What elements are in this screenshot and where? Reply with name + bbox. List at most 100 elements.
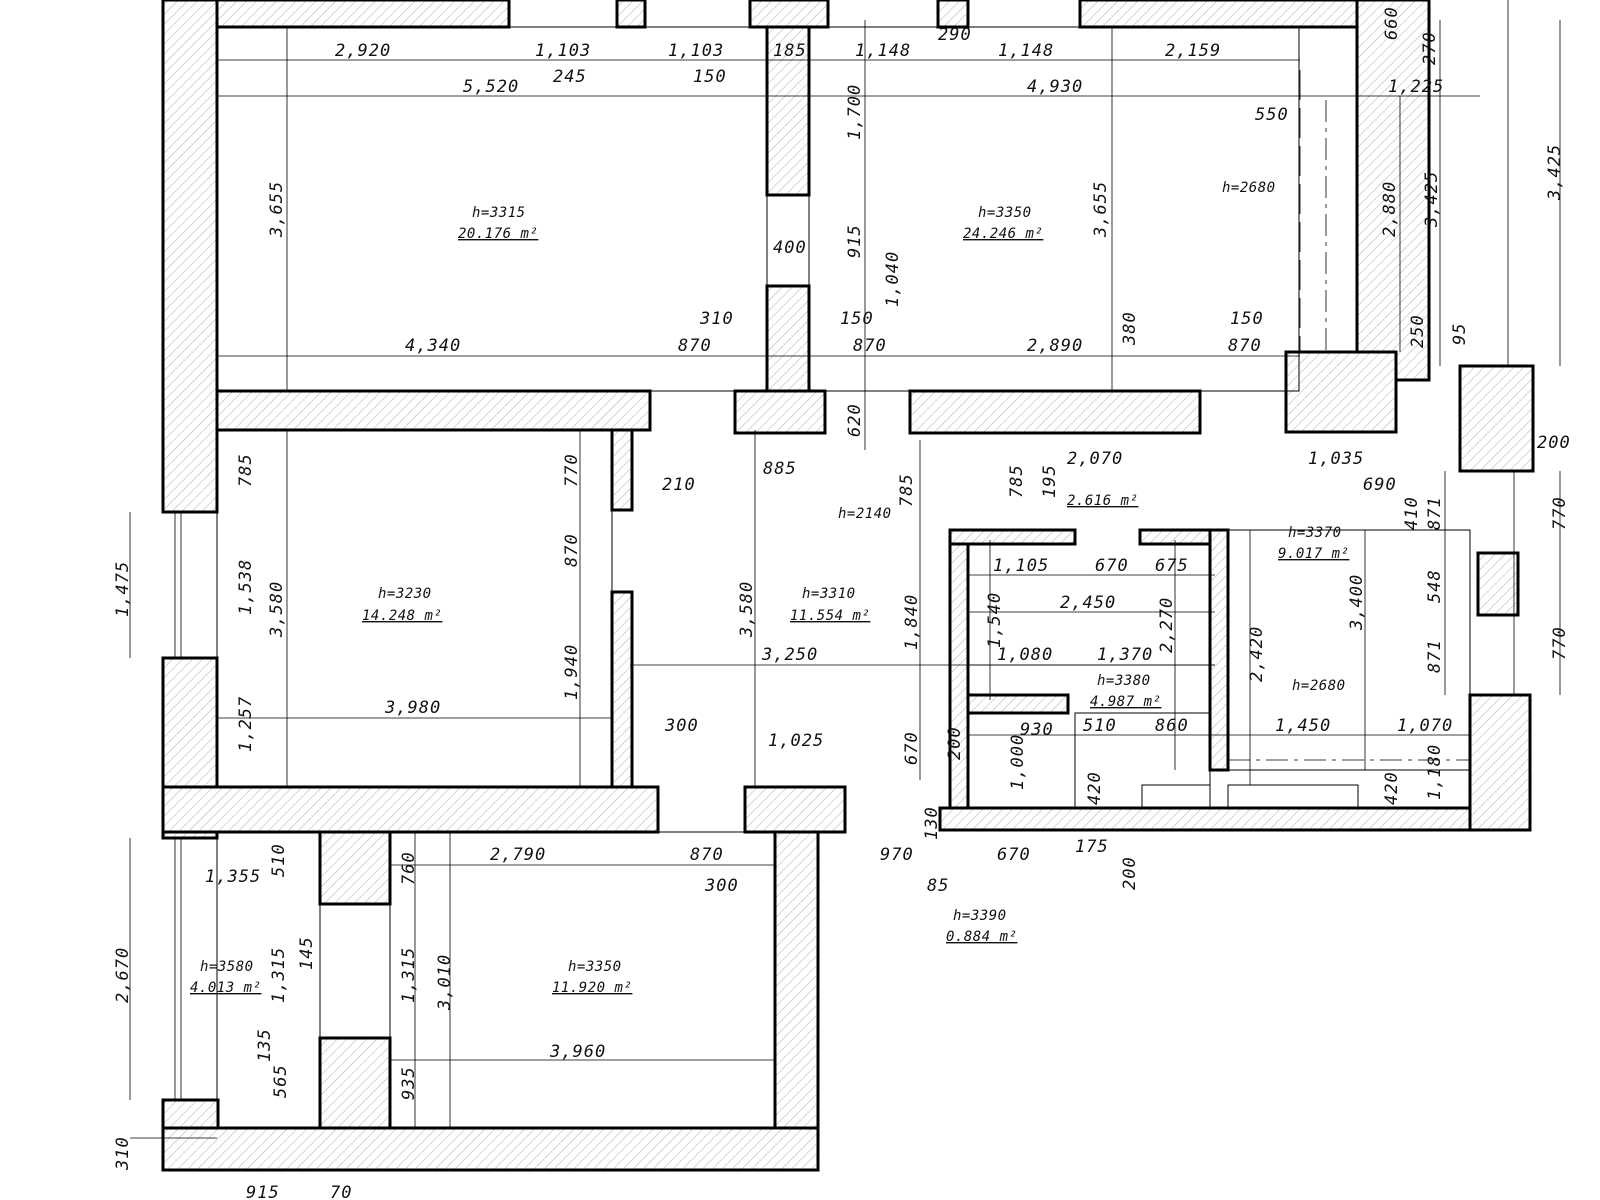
dim-label: 3,655 — [267, 181, 287, 238]
wall-top-1 — [215, 0, 511, 29]
room-5-height: h=3370 — [1288, 525, 1342, 541]
dim-label: 310 — [113, 1136, 133, 1171]
wall-mid-band-1 — [215, 389, 652, 432]
dim-label: 870 — [1228, 336, 1262, 356]
dim-label: 1,025 — [768, 731, 824, 751]
dim-label: 785 — [236, 453, 256, 487]
room-9-area: 0.884 m² — [946, 929, 1017, 945]
dim-label: 2,070 — [1067, 449, 1123, 469]
kitchen-counter-2 — [1227, 784, 1359, 809]
dim-label: 195 — [1040, 464, 1060, 498]
dim-label: 3,250 — [761, 645, 818, 665]
dim-label: 135 — [255, 1028, 275, 1062]
dim-label: 660 — [1382, 6, 1402, 40]
label-h2140: h=2140 — [838, 506, 892, 522]
dim-label: 1,035 — [1308, 449, 1364, 469]
dim-label: 95 — [1450, 323, 1470, 345]
dim-label: 1,315 — [269, 947, 289, 1003]
wall-cluster-bottom — [938, 806, 1532, 832]
dim-label: 3,400 — [1347, 574, 1367, 631]
dim-label: 290 — [938, 25, 972, 45]
dim-label: 145 — [297, 936, 317, 970]
dim-label: 1,540 — [985, 592, 1005, 648]
dim-label: 3,580 — [267, 581, 287, 638]
room-6-area: 4.987 m² — [1090, 694, 1161, 710]
dim-label: 550 — [1255, 105, 1289, 125]
dim-label: 1,370 — [1097, 645, 1153, 665]
wall-bath-top — [318, 830, 392, 906]
dim-label: 2,790 — [490, 845, 546, 865]
dim-label: 3,425 — [1545, 144, 1565, 201]
dim-label: 210 — [662, 475, 696, 495]
dim-label: 935 — [399, 1066, 419, 1100]
dim-label: 770 — [1550, 496, 1570, 530]
dim-label: 150 — [840, 309, 874, 329]
wall-top-5 — [1078, 0, 1362, 29]
wall-top-partition-b — [765, 284, 811, 393]
dim-label: 420 — [1382, 771, 1402, 805]
wall-right-block-1 — [1458, 364, 1535, 473]
dim-label: 2,920 — [335, 41, 391, 61]
dim-label: 970 — [880, 845, 914, 865]
dim-label: 1,148 — [998, 41, 1054, 61]
room-outlines — [174, 0, 1515, 1129]
wall-mid-band-3 — [908, 389, 1202, 435]
dim-label: 270 — [1420, 31, 1440, 65]
dim-label: 870 — [562, 533, 582, 567]
dim-label: 250 — [1408, 314, 1428, 348]
wall-lower-right — [773, 830, 820, 1130]
room-8-area: 11.920 m² — [552, 980, 632, 996]
dim-label: 3,655 — [1091, 181, 1111, 238]
dim-label: 670 — [1095, 556, 1129, 576]
dim-label: 2,450 — [1060, 593, 1116, 613]
dim-label: 510 — [269, 843, 289, 877]
dim-label: 915 — [845, 224, 865, 258]
dim-label: 5,520 — [463, 77, 519, 97]
dim-label: 1,180 — [1425, 744, 1445, 800]
dim-label: 200 — [1120, 856, 1140, 890]
wall-top-2 — [615, 0, 647, 29]
wall-cluster-top-a — [948, 528, 1077, 546]
dim-label: 410 — [1402, 496, 1422, 530]
room-1-area: 20.176 m² — [458, 226, 538, 242]
room-9-height: h=3390 — [953, 908, 1007, 924]
dim-label: 1,105 — [993, 556, 1049, 576]
dim-label: 510 — [1083, 716, 1117, 736]
room-outline-5 — [1227, 529, 1471, 771]
dim-label: 1,148 — [855, 41, 911, 61]
dim-label: 785 — [897, 473, 917, 507]
room-outline-2 — [808, 26, 1300, 392]
walls — [161, 0, 1535, 1172]
room-8-height: h=3350 — [568, 959, 622, 975]
wall-right-lower — [1468, 693, 1532, 832]
dim-label: 200 — [945, 726, 965, 760]
wall-top-right-col — [1355, 0, 1431, 382]
dim-label: 1,450 — [1275, 716, 1331, 736]
dim-label: 620 — [845, 403, 865, 437]
dim-label: 1,070 — [1397, 716, 1453, 736]
dim-label: 870 — [853, 336, 887, 356]
dimension-lines — [129, 20, 1561, 1139]
dim-label: 1,940 — [562, 644, 582, 700]
room-3-height: h=3230 — [378, 586, 432, 602]
dim-label: 1,840 — [902, 594, 922, 650]
dim-label: 4,340 — [405, 336, 461, 356]
room-7-area: 4.013 m² — [190, 980, 261, 996]
dim-label: 2,890 — [1027, 336, 1083, 356]
dim-label: 185 — [773, 41, 807, 61]
dim-label: 1,257 — [236, 696, 256, 752]
dim-label: 871 — [1425, 496, 1445, 530]
room-3-area: 14.248 m² — [362, 608, 442, 624]
dim-label: 870 — [690, 845, 724, 865]
label-h2680-b: h=2680 — [1292, 678, 1346, 694]
dim-label: 670 — [997, 845, 1031, 865]
wall-bottom-left-block — [161, 1098, 220, 1130]
wall-cluster-mid — [966, 693, 1070, 715]
dim-label: 2,270 — [1157, 597, 1177, 653]
wall-left-outer-top — [161, 0, 219, 514]
dim-label: 150 — [693, 67, 727, 87]
dim-label: 2,420 — [1247, 626, 1267, 682]
wall-top-partition-a — [765, 25, 811, 197]
dim-label: 1,355 — [205, 867, 261, 887]
